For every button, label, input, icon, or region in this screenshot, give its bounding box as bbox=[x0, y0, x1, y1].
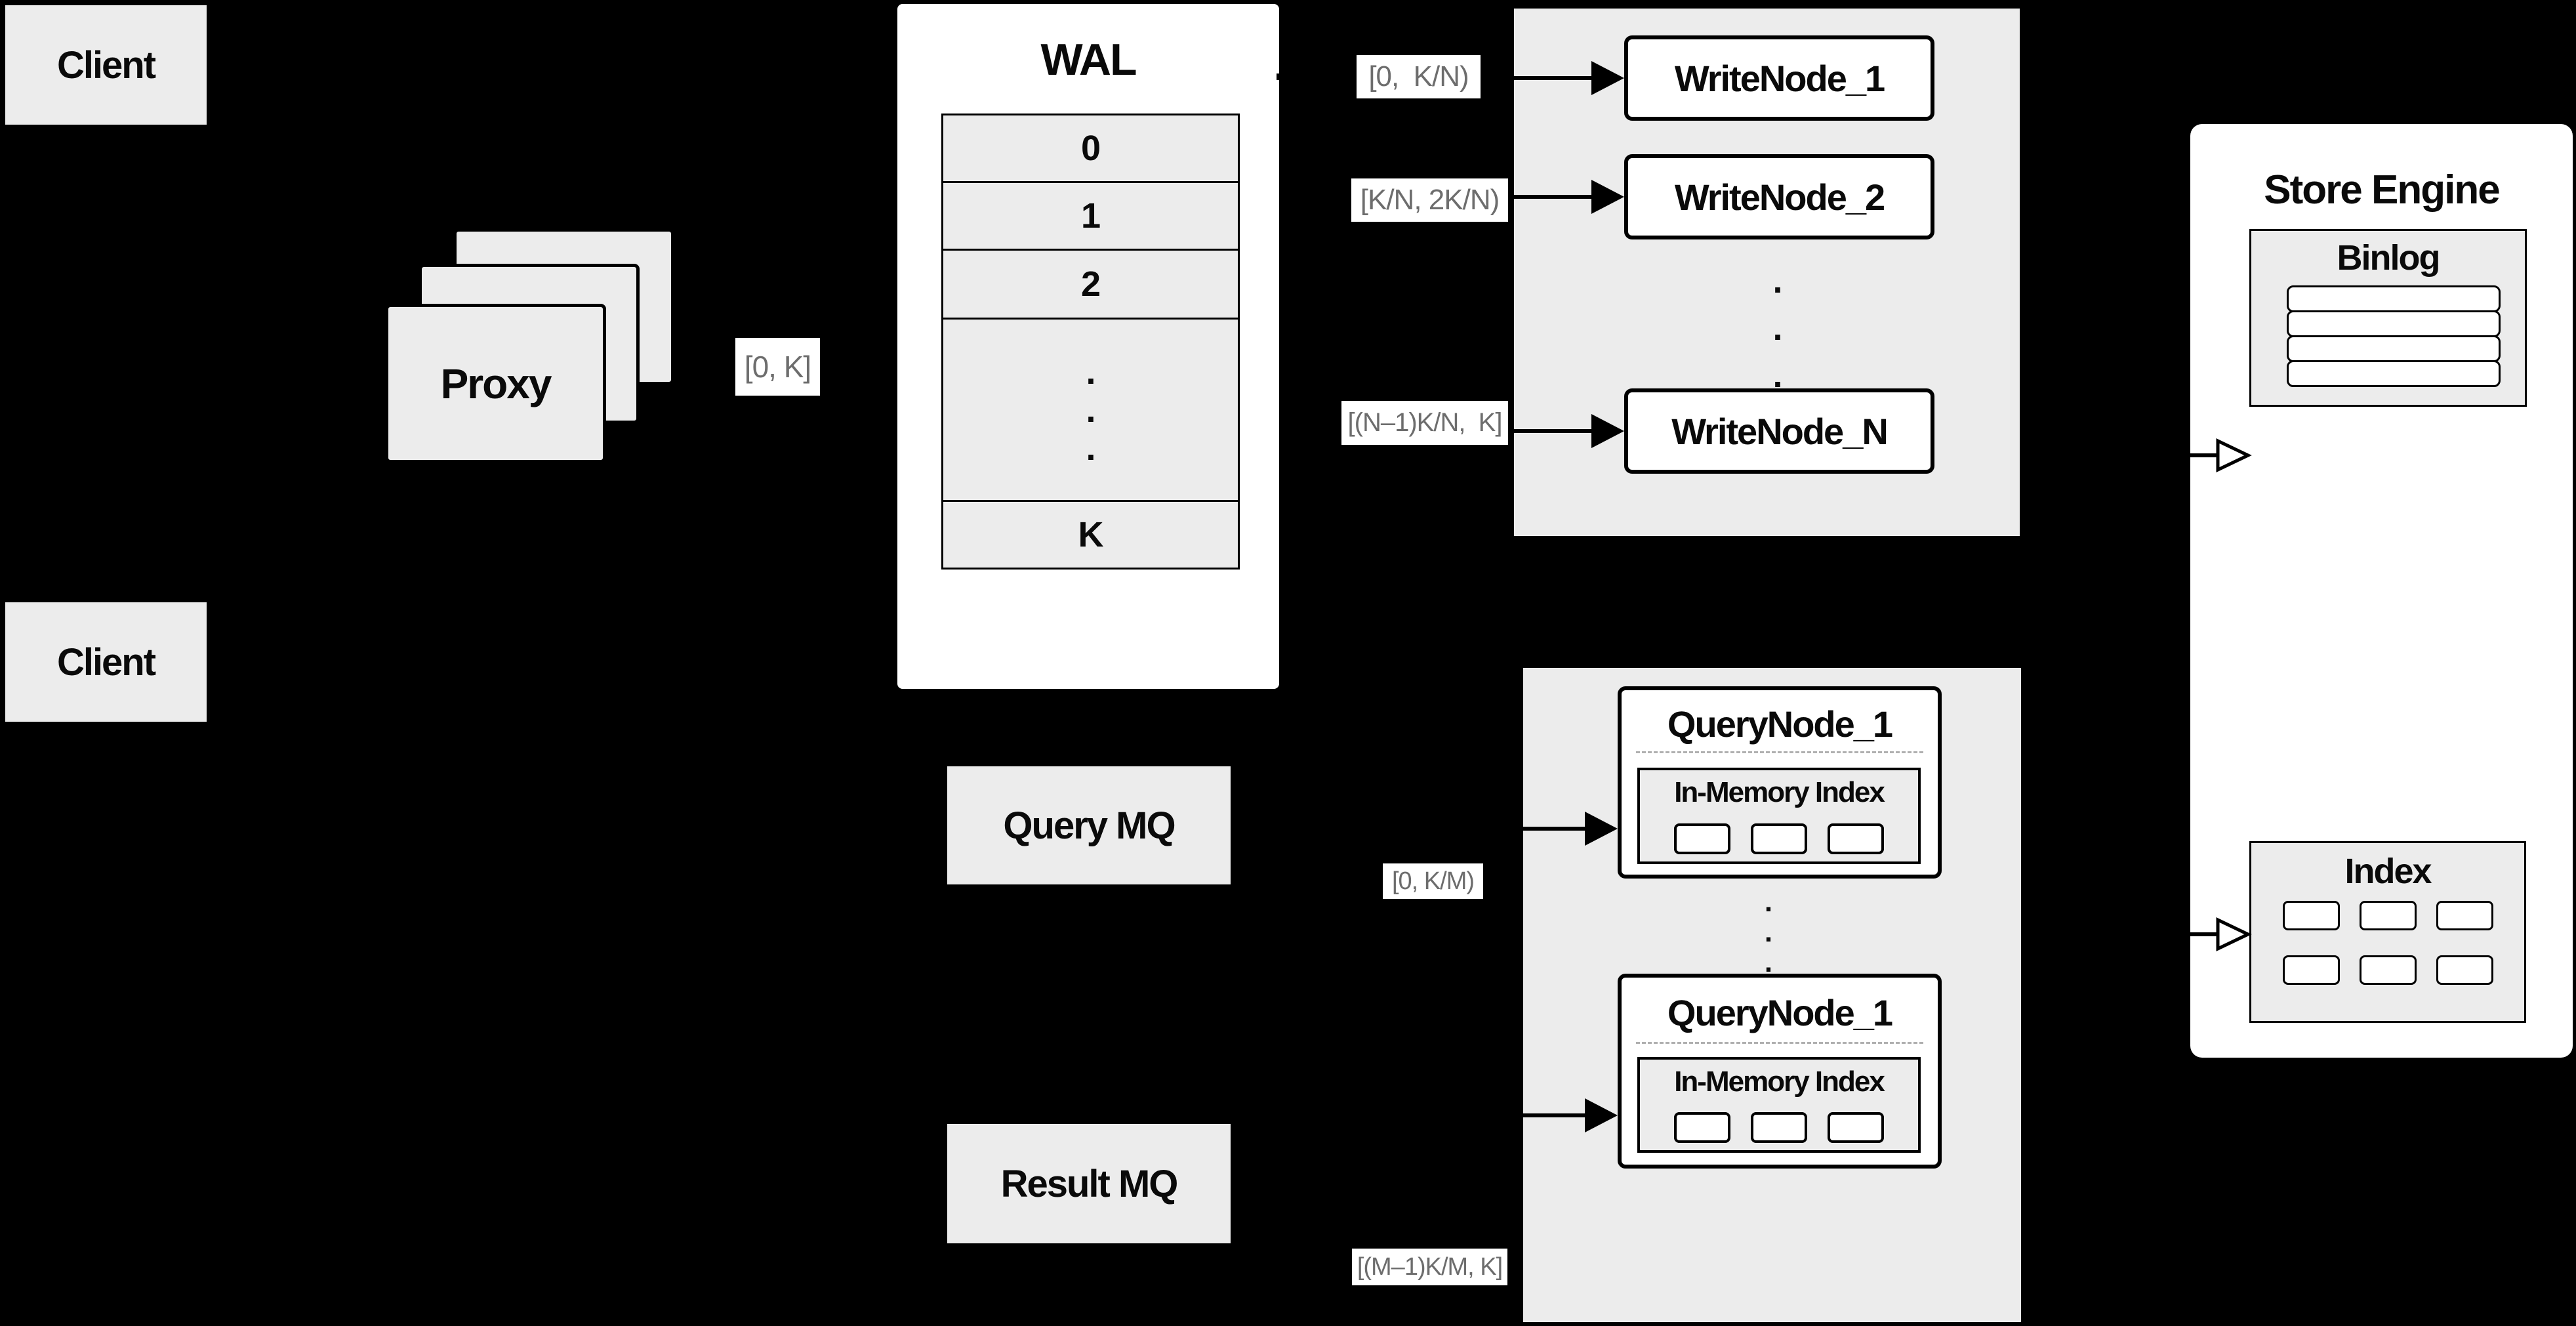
index-cell bbox=[1751, 823, 1807, 854]
hollow-arrow-index bbox=[2188, 917, 2252, 951]
index-cell bbox=[2359, 901, 2417, 930]
write-node-n: WriteNode_N bbox=[1624, 388, 1934, 474]
arrow-head-query-1 bbox=[1585, 812, 1618, 846]
wal-title: WAL bbox=[1040, 35, 1137, 85]
store-engine-panel: Store Engine Binlog Index bbox=[2188, 124, 2573, 1058]
index-cell bbox=[1828, 823, 1884, 854]
wal-row-k: K bbox=[941, 500, 1240, 570]
arrow-shaft-write-n bbox=[1514, 429, 1593, 433]
query-node-2-title: QueryNode_1 bbox=[1667, 991, 1893, 1033]
range-chip-query-1: [0, K/M) bbox=[1383, 863, 1483, 899]
hollow-arrow-binlog bbox=[2188, 438, 2252, 472]
index-cell bbox=[1674, 823, 1730, 854]
in-memory-index-1: In-Memory Index bbox=[1637, 768, 1921, 864]
index-title: Index bbox=[2344, 852, 2432, 891]
dashed-separator bbox=[1636, 1042, 1923, 1044]
in-memory-index-2: In-Memory Index bbox=[1637, 1057, 1921, 1153]
query-node-2: QueryNode_1 In-Memory Index bbox=[1618, 974, 1942, 1169]
index-cells-row-2 bbox=[2251, 955, 2524, 985]
query-node-1-title: QueryNode_1 bbox=[1667, 703, 1893, 745]
range-chip-write-2: [K/N, 2K/N) bbox=[1351, 178, 1508, 222]
client-top-box: Client bbox=[5, 5, 207, 125]
range-chip-query-m: [(M–1)K/M, K] bbox=[1352, 1249, 1507, 1285]
range-chip-0-k: [0, K] bbox=[735, 338, 820, 396]
binlog-row bbox=[2287, 360, 2501, 387]
store-engine-title: Store Engine bbox=[2264, 167, 2500, 213]
index-cell bbox=[1828, 1112, 1884, 1143]
dashed-separator bbox=[1636, 751, 1923, 753]
in-memory-index-2-title: In-Memory Index bbox=[1674, 1066, 1885, 1098]
binlog-row bbox=[2287, 285, 2501, 312]
binlog-title: Binlog bbox=[2337, 238, 2441, 278]
query-node-1: QueryNode_1 In-Memory Index bbox=[1618, 686, 1942, 879]
index-box: Index bbox=[2249, 841, 2526, 1023]
binlog-row bbox=[2287, 310, 2501, 337]
index-cell bbox=[2282, 955, 2340, 985]
wal-row-ellipsis: . . . bbox=[941, 318, 1240, 502]
in-memory-index-2-cells bbox=[1640, 1112, 1918, 1143]
range-chip-write-1: [0, K/N) bbox=[1357, 55, 1481, 98]
in-memory-index-1-cells bbox=[1640, 823, 1918, 854]
result-mq-box: Result MQ bbox=[947, 1124, 1231, 1243]
arrow-shaft-query-2 bbox=[1523, 1113, 1586, 1117]
wal-panel: WAL 0 1 2 . . . K bbox=[897, 4, 1279, 689]
index-cell bbox=[2359, 955, 2417, 985]
arrow-shaft-write-1 bbox=[1514, 76, 1593, 80]
proxy-card-front: Proxy bbox=[385, 304, 606, 463]
binlog-box: Binlog bbox=[2249, 229, 2527, 407]
arrow-shaft-write-2 bbox=[1514, 195, 1593, 199]
index-cell bbox=[2436, 901, 2493, 930]
write-node-1: WriteNode_1 bbox=[1624, 35, 1934, 121]
write-nodes-ellipsis: . . . bbox=[1772, 261, 1783, 395]
index-cell bbox=[2436, 955, 2493, 985]
arrow-head-query-2 bbox=[1585, 1098, 1618, 1132]
wal-row-2: 2 bbox=[941, 249, 1240, 320]
index-cells-row-1 bbox=[2251, 901, 2524, 930]
index-cell bbox=[2282, 901, 2340, 930]
wal-row-0: 0 bbox=[941, 114, 1240, 183]
range-chip-write-n: [(N–1)K/N, K] bbox=[1341, 401, 1508, 445]
arrow-shaft-query-1 bbox=[1523, 827, 1586, 831]
line-stub bbox=[1277, 73, 1288, 80]
binlog-rows bbox=[2287, 285, 2501, 387]
index-cell bbox=[1674, 1112, 1730, 1143]
wal-row-1: 1 bbox=[941, 181, 1240, 251]
client-bottom-box: Client bbox=[5, 602, 207, 722]
arrow-head-write-n bbox=[1591, 414, 1624, 448]
write-node-2: WriteNode_2 bbox=[1624, 154, 1934, 239]
query-mq-box: Query MQ bbox=[947, 766, 1231, 884]
in-memory-index-1-title: In-Memory Index bbox=[1674, 776, 1885, 808]
query-nodes-ellipsis: . . . bbox=[1764, 886, 1773, 978]
index-cell bbox=[1751, 1112, 1807, 1143]
binlog-row bbox=[2287, 335, 2501, 362]
wal-table: 0 1 2 . . . K bbox=[941, 114, 1240, 570]
arrow-head-write-2 bbox=[1591, 180, 1624, 214]
arrow-head-write-1 bbox=[1591, 61, 1624, 95]
